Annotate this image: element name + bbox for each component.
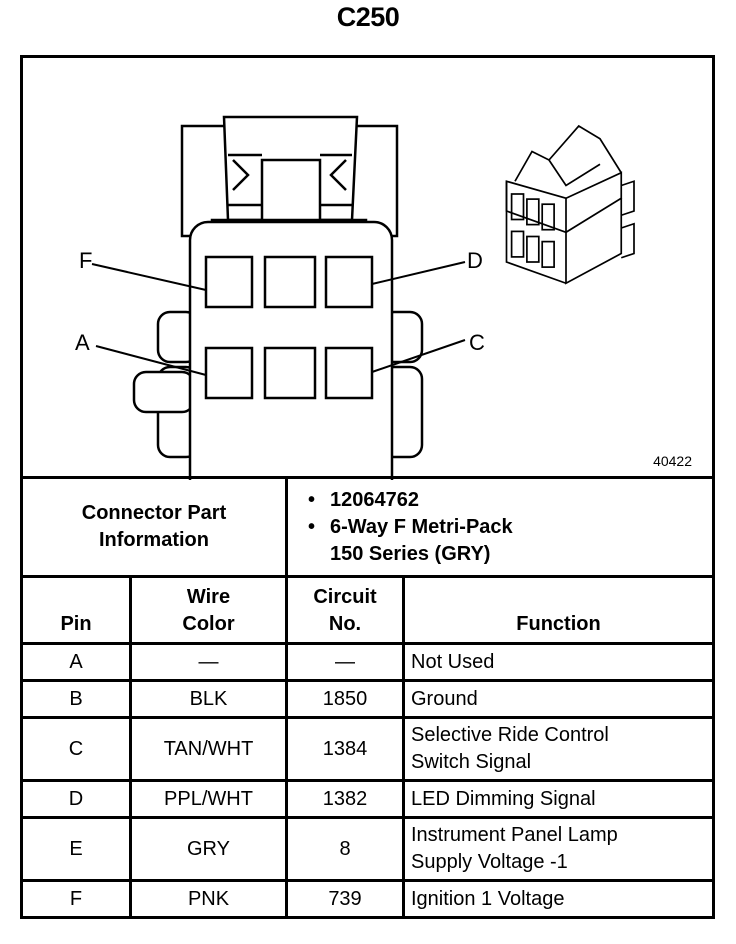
header-function: Function bbox=[402, 575, 715, 645]
connector-diagram: F D A C 40422 bbox=[20, 55, 715, 480]
connector-face-drawing bbox=[91, 115, 635, 480]
wire-color-cell: GRY bbox=[129, 816, 288, 882]
pin-cell: D bbox=[20, 779, 132, 819]
wire-color-cell: — bbox=[129, 642, 288, 682]
pin-label-d: D bbox=[467, 248, 483, 273]
wire-color-cell: PNK bbox=[129, 879, 288, 919]
pin-label-a: A bbox=[75, 330, 90, 355]
wire-color-cell: PPL/WHT bbox=[129, 779, 288, 819]
circuit-cell: 739 bbox=[285, 879, 405, 919]
wire-color-cell: TAN/WHT bbox=[129, 716, 288, 782]
table-row: A——Not Used bbox=[20, 642, 715, 682]
part-info-row: Connector Part Information • 12064762 • 6-… bbox=[20, 476, 715, 578]
part-number: • 12064762 bbox=[308, 487, 706, 514]
connector-title: C250 bbox=[336, 2, 400, 32]
function-cell: LED Dimming Signal bbox=[402, 779, 715, 819]
part-info-label-line: Connector Part bbox=[81, 502, 227, 524]
circuit-cell: 1850 bbox=[285, 679, 405, 719]
header-pin: Pin bbox=[20, 575, 132, 645]
part-info-value: • 12064762 • 6-Way F Metri-Pack 150 Series … bbox=[285, 476, 715, 578]
bullet-icon: • bbox=[308, 488, 316, 511]
part-info-label-line: Information bbox=[99, 529, 209, 551]
pin-label-f: F bbox=[79, 248, 93, 273]
circuit-cell: 1382 bbox=[285, 779, 405, 819]
circuit-cell: — bbox=[285, 642, 405, 682]
circuit-cell: 8 bbox=[285, 816, 405, 882]
part-info-label: Connector Part Information bbox=[20, 476, 288, 578]
circuit-cell: 1384 bbox=[285, 716, 405, 782]
pin-cell: E bbox=[20, 816, 132, 882]
part-number-text: 12064762 bbox=[330, 488, 419, 511]
part-description: • 6-Way F Metri-Pack 150 Series (GRY) bbox=[308, 514, 706, 568]
figure-number: 40422 bbox=[653, 453, 692, 469]
description-line: 6-Way F Metri-Pack bbox=[330, 515, 513, 538]
pin-cell: C bbox=[20, 716, 132, 782]
description-line: 150 Series (GRY) bbox=[330, 542, 491, 565]
pin-cell: B bbox=[20, 679, 132, 719]
function-cell: Not Used bbox=[402, 642, 715, 682]
pin-cell: A bbox=[20, 642, 132, 682]
pin-label-c: C bbox=[469, 330, 485, 355]
function-cell: Ignition 1 Voltage bbox=[402, 879, 715, 919]
wire-color-cell: BLK bbox=[129, 679, 288, 719]
bullet-icon: • bbox=[308, 515, 316, 538]
pin-cell: F bbox=[20, 879, 132, 919]
function-cell: Ground bbox=[402, 679, 715, 719]
connector-pinout-table: Connector Part Information • 12064762 • 6-… bbox=[20, 476, 715, 919]
